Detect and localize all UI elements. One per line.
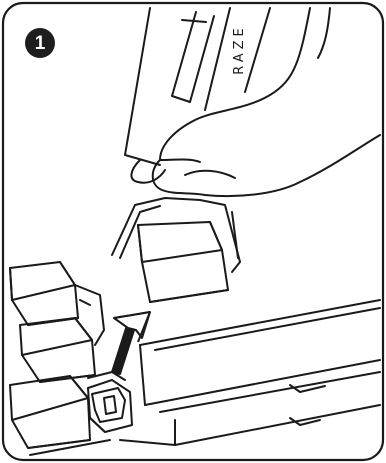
panel-border [3, 3, 383, 460]
brand-logo-text: RAZE [232, 24, 247, 75]
step-number-badge: 1 [25, 28, 55, 58]
